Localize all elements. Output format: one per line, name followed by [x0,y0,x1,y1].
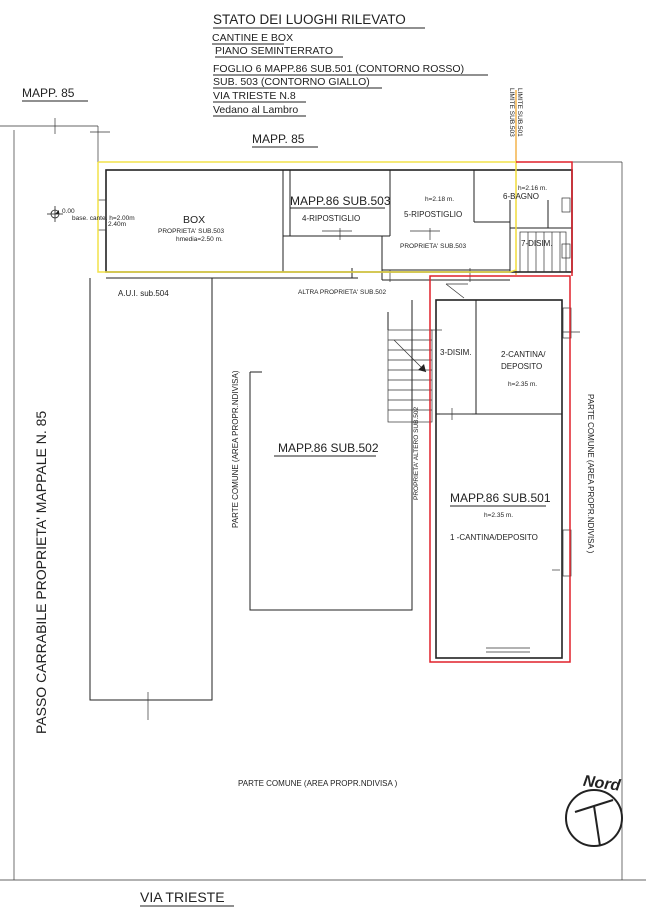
header-line-4: SUB. 503 (CONTORNO GIALLO) [213,76,370,88]
sub503-block [97,169,573,282]
prop503-label: PROPRIETA' SUB.503 [400,243,467,250]
header-line-6: Vedano al Lambro [213,104,298,116]
street-label: VIA TRIESTE [140,889,225,905]
disim3-label: 3-DISIM. [440,348,472,357]
elevation-label: 0.00 [62,208,75,215]
altra-prop-label: ALTRA PROPRIETA' SUB.502 [298,289,386,296]
sub501-title: MAPP.86 SUB.501 [450,491,551,505]
sub501-block [430,275,580,659]
h235a-label: h=2.35 m. [508,381,537,388]
cantina2-label-a: 2-CANTINA/ [501,350,546,359]
bagno-label: 6-BAGNO [503,192,539,201]
aui504-label: A.U.I. sub.504 [118,289,169,298]
sub502-title: MAPP.86 SUB.502 [278,441,379,455]
header-block: STATO DEI LUOGHI RILEVATO CANTINE E BOX … [212,12,488,117]
sub501-outline-top [516,161,573,276]
cantina2-label-b: DEPOSITO [501,362,542,371]
mapp85-left-label: MAPP. 85 [22,86,75,100]
limit-sub-label-2: LIMITE SUB.503 [508,88,515,137]
header-line-2: PIANO SEMINTERRATO [215,45,333,57]
north-arrow-icon [565,789,623,847]
box-label: BOX [183,214,205,226]
north-label: Nord [582,773,623,795]
aui504-strip [89,278,213,720]
h218-label: h=2.18 m. [425,196,454,203]
trave-label: base. cante. h=2.00m [72,215,135,222]
h216-label: h=2.16 m. [518,185,547,192]
header-line-3: FOGLIO 6 MAPP.86 SUB.501 (CONTORNO ROSSO… [213,63,464,75]
sub503-outline [97,161,517,273]
box-height-label: hmedia=2.50 m. [176,236,223,243]
parte-comune-bottom: PARTE COMUNE (AREA PROPR.NDIVISA ) [238,779,398,788]
ripostiglio4-label: 4-RIPOSTIGLIO [302,214,360,223]
mapp85-center-label: MAPP. 85 [252,132,305,146]
box-owner-label: PROPRIETA' SUB.503 [158,228,225,235]
cantina1-label: 1 -CANTINA/DEPOSITO [450,533,538,542]
sub502-area: ALTRA PROPRIETA' SUB.502 [249,289,433,611]
parte-comune-left: PARTE COMUNE (AREA PROPR.NDIVISA) [231,370,240,528]
level-marker-icon [47,206,63,222]
property-boundary-lines [0,118,646,881]
stair-small [519,231,567,273]
disim7-label: 7-DISIM. [521,239,553,248]
stair-big [387,329,433,423]
h235b-label: h=2.35 m. [484,512,513,519]
header-line-1: CANTINE E BOX [212,32,293,44]
ripostiglio5-label: 5-RIPOSTIGLIO [404,210,462,219]
header-line-5: VIA TRIESTE N.8 [213,90,296,102]
trave2-label: 2.40m [108,221,126,228]
plan-title: STATO DEI LUOGHI RILEVATO [213,12,406,27]
sub501-outline [429,275,571,663]
passo-carrabile-label: PASSO CARRABILE PROPRIETA' MAPPALE N. 85 [33,411,49,734]
sub503-title: MAPP.86 SUB.503 [290,194,391,208]
prop-altre-label: PROPRIETA' ALTERO SUB.502 [413,407,420,500]
limit-sub-label-1: LIMITE SUB.501 [516,88,523,137]
parte-comune-right: PARTE COMUNE (AREA PROPR.NDIVISA ) [586,394,595,554]
